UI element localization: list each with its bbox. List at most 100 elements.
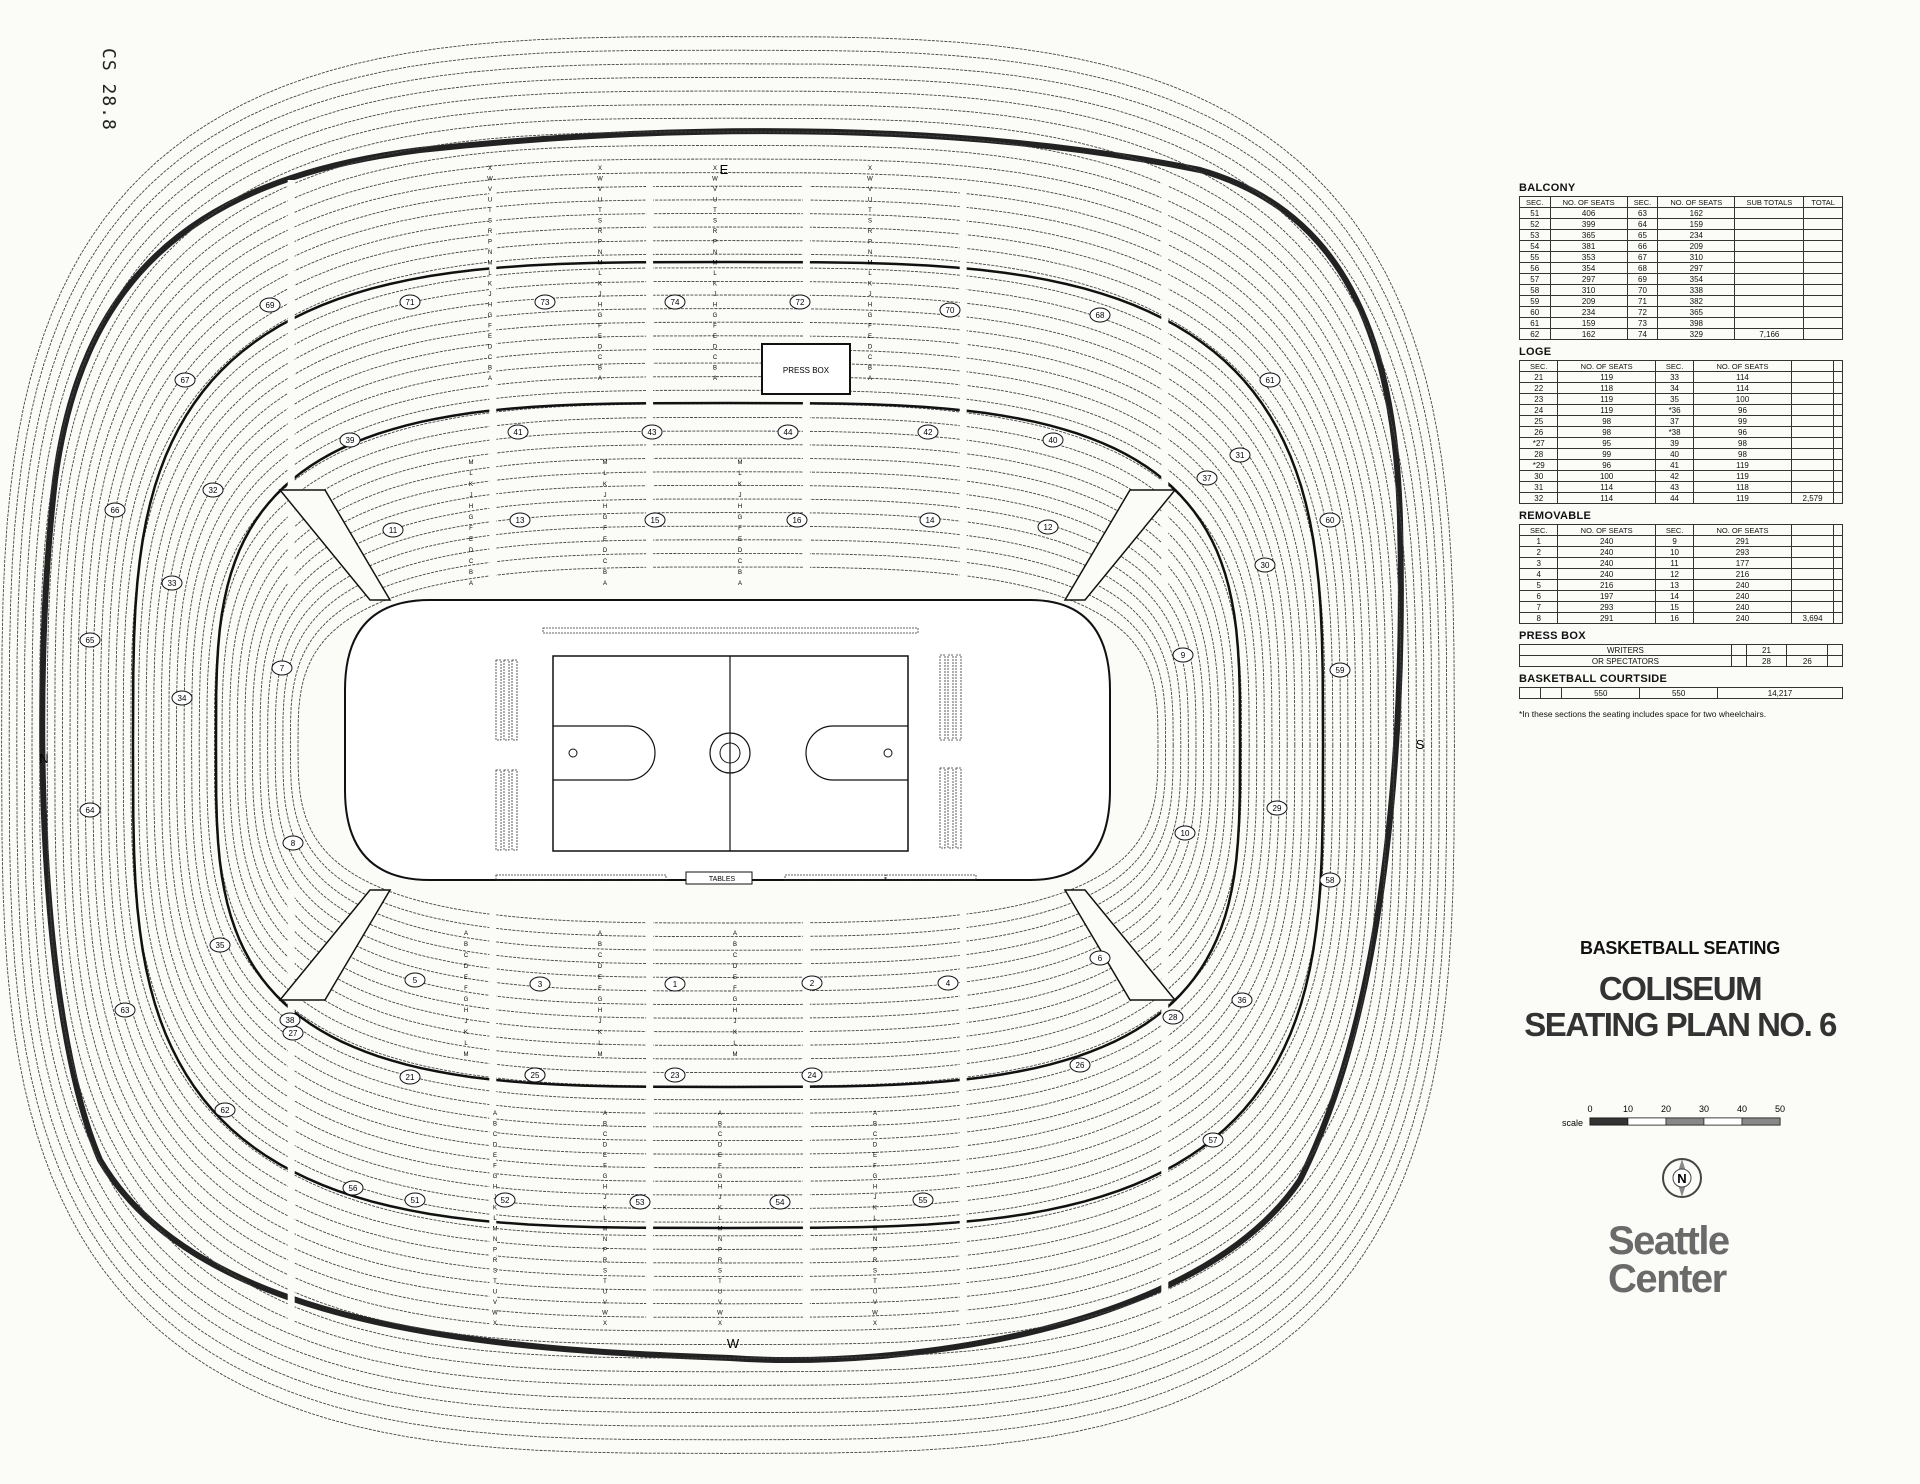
table-cell bbox=[1734, 240, 1805, 252]
seat-row bbox=[191, 376, 1265, 1114]
row-letter: K bbox=[493, 1206, 497, 1212]
column-header: NO. OF SEATS bbox=[1693, 360, 1792, 372]
row-letter: V bbox=[873, 1300, 877, 1306]
section-label: 74 bbox=[664, 294, 686, 310]
table-cell: 11 bbox=[1654, 557, 1695, 569]
section-label: 7 bbox=[271, 660, 293, 676]
section-number: 60 bbox=[1326, 516, 1335, 525]
table-cell: 3 bbox=[1518, 557, 1559, 569]
section-number: 29 bbox=[1273, 804, 1282, 813]
section-label: 64 bbox=[79, 802, 101, 818]
building-outline bbox=[39, 128, 1404, 1363]
row-letter: L bbox=[598, 1041, 602, 1047]
row-letter: K bbox=[598, 1030, 602, 1036]
row-letter: T bbox=[488, 208, 492, 214]
seat-row bbox=[213, 416, 1243, 1074]
table-cell: 550 bbox=[1561, 687, 1641, 699]
row-letter: A bbox=[713, 376, 717, 382]
row-letter: G bbox=[868, 313, 873, 319]
table-cell bbox=[1833, 459, 1843, 471]
table-cell: 234 bbox=[1549, 306, 1628, 318]
document-id: CS 28.8 bbox=[98, 48, 119, 131]
row-letter: D bbox=[733, 964, 738, 970]
row-letter: C bbox=[718, 1132, 723, 1138]
row-letter: H bbox=[603, 504, 607, 510]
press-box-label: PRESS BOX bbox=[783, 366, 830, 375]
table-cell: 4 bbox=[1518, 568, 1559, 580]
seat-row bbox=[99, 212, 1357, 1278]
row-letter: G bbox=[603, 515, 608, 521]
section-number: 71 bbox=[406, 298, 415, 307]
section-label: 51 bbox=[404, 1192, 426, 1208]
table-cell: 291 bbox=[1557, 612, 1656, 624]
table-cell: 329 bbox=[1657, 328, 1736, 340]
row-letter: M bbox=[488, 261, 493, 267]
table-cell: 216 bbox=[1557, 579, 1656, 591]
row-letter: H bbox=[873, 1185, 877, 1191]
row-letter: M bbox=[603, 460, 608, 466]
row-letter: P bbox=[868, 240, 872, 246]
section-number: 8 bbox=[291, 839, 296, 848]
row-letter: J bbox=[599, 292, 602, 298]
row-letter: S bbox=[493, 1269, 497, 1275]
table-cell bbox=[1803, 306, 1843, 318]
section-number: 30 bbox=[1261, 561, 1270, 570]
row-letter: C bbox=[464, 953, 469, 959]
row-letter: X bbox=[603, 1321, 607, 1327]
row-letter: G bbox=[598, 313, 603, 319]
table-cell: 56 bbox=[1519, 262, 1551, 274]
section-number: 70 bbox=[946, 306, 955, 315]
row-letter: J bbox=[739, 493, 742, 499]
section-number: 28 bbox=[1169, 1013, 1178, 1022]
column-header: SEC. bbox=[1626, 196, 1659, 208]
row-letter: C bbox=[493, 1132, 498, 1138]
courtside-row bbox=[511, 659, 518, 741]
table-cell: 55 bbox=[1519, 251, 1551, 263]
section-label: 53 bbox=[629, 1194, 651, 1210]
row-letter: A bbox=[873, 1111, 877, 1117]
table-cell: 382 bbox=[1657, 295, 1736, 307]
table-cell: 28 bbox=[1745, 655, 1788, 667]
table-cell bbox=[1734, 262, 1805, 274]
row-letter: N bbox=[488, 250, 492, 256]
table-cell: 98 bbox=[1557, 426, 1656, 438]
section-number: 1 bbox=[673, 980, 678, 989]
section-number: 38 bbox=[286, 1016, 295, 1025]
row-letter: L bbox=[488, 271, 492, 277]
table-cell bbox=[1734, 251, 1805, 263]
balcony-wall bbox=[131, 260, 1325, 1230]
row-letter: G bbox=[713, 313, 718, 319]
section-label: 31 bbox=[1229, 447, 1251, 463]
row-letter: F bbox=[464, 986, 468, 992]
table-cell: 30 bbox=[1518, 470, 1559, 482]
table-cell: 10 bbox=[1654, 546, 1695, 558]
seat-row bbox=[130, 267, 1326, 1223]
row-letter: U bbox=[603, 1290, 607, 1296]
table-cell: 293 bbox=[1693, 546, 1792, 558]
row-letter: N bbox=[873, 1237, 877, 1243]
table-cell: 71 bbox=[1626, 295, 1659, 307]
section-label: 73 bbox=[534, 294, 556, 310]
row-letter: P bbox=[488, 240, 492, 246]
row-letter: N bbox=[598, 250, 602, 256]
row-letter: K bbox=[598, 282, 602, 288]
row-letter: J bbox=[489, 292, 492, 298]
row-letter: R bbox=[718, 1258, 723, 1264]
row-letter: D bbox=[868, 345, 873, 351]
row-letter: V bbox=[713, 187, 717, 193]
row-letter: F bbox=[469, 526, 473, 532]
table-cell: 8 bbox=[1518, 612, 1559, 624]
section-number: 33 bbox=[168, 579, 177, 588]
plan-title-line1: COLISEUM bbox=[1598, 970, 1763, 1007]
row-letter: E bbox=[598, 975, 602, 981]
